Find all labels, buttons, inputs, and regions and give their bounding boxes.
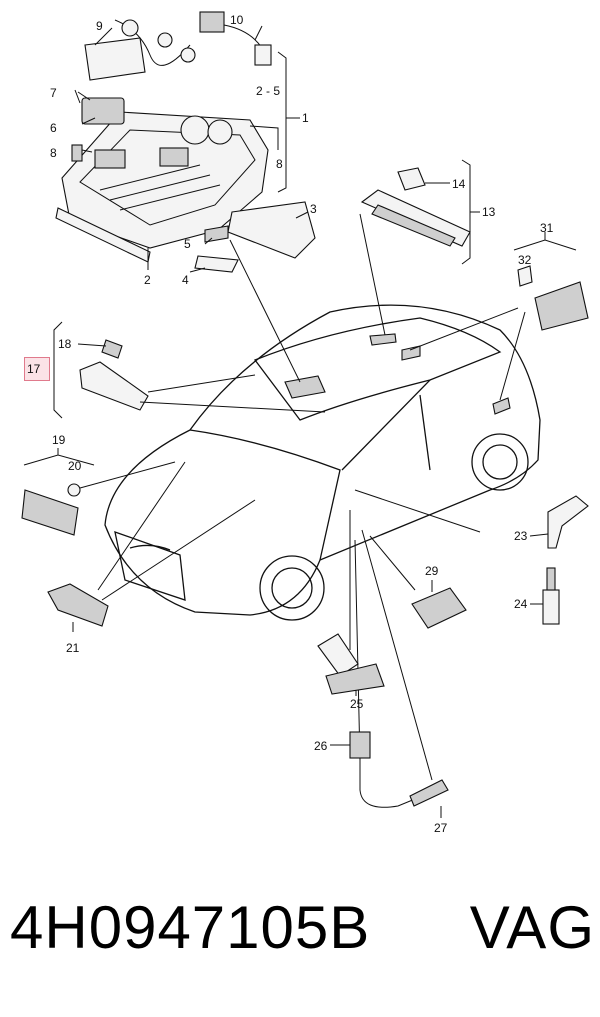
highlight-box-17 — [24, 357, 50, 381]
label-26: 26 — [314, 739, 328, 753]
wiring-connector-9 — [84, 19, 196, 81]
label-9: 9 — [96, 19, 103, 33]
sensor-24 — [542, 567, 560, 625]
label-4: 4 — [182, 273, 189, 287]
label-2-5: 2 - 5 — [256, 84, 280, 98]
bulb-5 — [204, 225, 229, 243]
car-outline — [104, 304, 541, 621]
label-18: 18 — [58, 337, 72, 351]
label-29: 29 — [425, 564, 439, 578]
label-24: 24 — [514, 597, 528, 611]
label-21: 21 — [66, 641, 80, 655]
brand-name: VAG — [469, 894, 595, 961]
lens-6 — [81, 97, 125, 125]
rear-interior-lamp — [360, 167, 471, 247]
part-number: 4H0947105B — [10, 894, 371, 961]
label-20: 20 — [68, 459, 82, 473]
label-8: 8 — [50, 146, 57, 160]
door-lamp-21 — [47, 583, 109, 627]
part-number-footer: 4H0947105B VAG — [10, 898, 595, 958]
label-6: 6 — [50, 121, 57, 135]
interior-light-housing — [55, 111, 269, 263]
label-1: 1 — [302, 111, 309, 125]
wiring-25 — [317, 633, 385, 695]
seal-3 — [227, 201, 316, 259]
luggage-light-31 — [517, 265, 589, 331]
label-23: 23 — [514, 529, 528, 543]
label-14: 14 — [452, 177, 466, 191]
label-25: 25 — [350, 697, 364, 711]
label-2: 2 — [144, 273, 151, 287]
parts-diagram: 9 10 7 6 8 2 - 5 1 8 3 5 4 2 14 13 31 32… — [21, 11, 589, 835]
label-31: 31 — [540, 221, 554, 235]
switch-23 — [547, 495, 589, 549]
label-19: 19 — [52, 433, 66, 447]
sensor-26 — [349, 731, 449, 808]
connector-10 — [199, 11, 272, 66]
foil-4 — [194, 255, 239, 273]
screw-7 — [74, 89, 81, 104]
label-13: 13 — [482, 205, 496, 219]
label-3: 3 — [310, 202, 317, 216]
control-unit-29 — [411, 587, 467, 629]
label-10: 10 — [230, 13, 244, 27]
label-17: 17 — [27, 362, 41, 376]
label-27: 27 — [434, 821, 448, 835]
label-8b: 8 — [276, 157, 283, 171]
switch-panel-19 — [21, 483, 81, 536]
label-32: 32 — [518, 253, 532, 267]
reading-lamp-17 — [79, 339, 149, 411]
label-7: 7 — [50, 86, 57, 100]
clip-8 — [71, 144, 83, 162]
label-5: 5 — [184, 237, 191, 251]
